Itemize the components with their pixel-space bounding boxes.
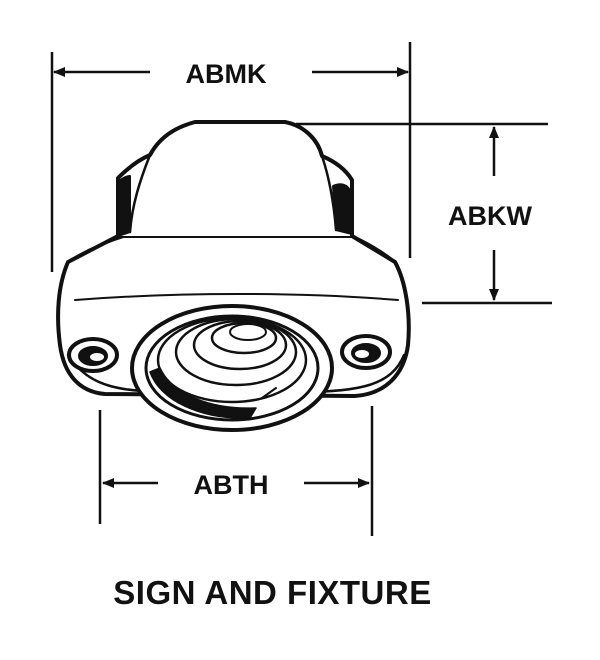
top-boss	[116, 120, 354, 238]
boss-shoulder-left	[128, 153, 152, 234]
left-mount-hole-gleam	[90, 353, 104, 361]
boss-shadow-right	[332, 183, 353, 235]
bore-width-label: ABTH	[194, 470, 269, 500]
boss-shadow-left	[117, 175, 131, 237]
height-dimension	[296, 122, 552, 305]
bore-thread-tick	[261, 387, 277, 399]
right-ear	[350, 234, 397, 264]
bore-thread-5	[229, 323, 267, 341]
right-mount-hole-gleam	[355, 350, 369, 358]
overall-width-dimension	[50, 42, 412, 272]
bore-thread-3	[192, 319, 288, 371]
boss-shoulder-right	[320, 154, 338, 232]
bore-thread-4	[210, 321, 278, 355]
fixture-illustration	[56, 120, 411, 432]
bore-thread-2	[174, 317, 298, 387]
left-ear	[66, 234, 127, 264]
height-label: ABKW	[448, 201, 532, 231]
figure-caption: SIGN AND FIXTURE	[113, 574, 432, 611]
flange-face-edge	[74, 293, 399, 301]
overall-width-label: ABMK	[186, 59, 267, 89]
bore-width-dimension	[98, 406, 374, 536]
bore-shading	[149, 367, 257, 419]
